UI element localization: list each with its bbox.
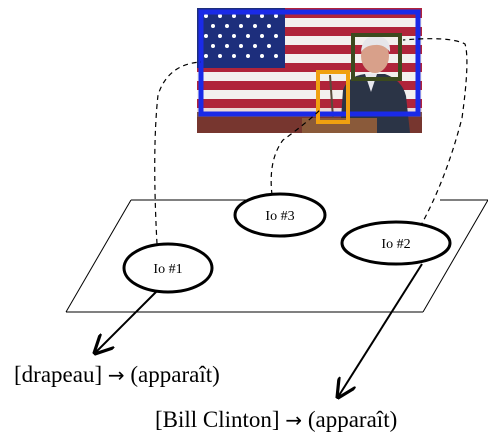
face-bounding-box <box>351 33 402 81</box>
caption-flag-predicate: (apparaît) <box>130 362 220 387</box>
node-io2[interactable]: Io #2 <box>340 220 452 266</box>
right-arrow-icon: → <box>285 408 303 432</box>
node-io3-label: Io #3 <box>265 209 294 224</box>
caption-person: [Bill Clinton] → (apparaît) <box>155 407 397 433</box>
caption-person-predicate: (apparaît) <box>307 407 398 432</box>
link-io3-to-microphone <box>270 109 321 196</box>
link-io2-to-face <box>402 38 468 228</box>
node-io3[interactable]: Io #3 <box>233 192 327 238</box>
flag-canton <box>197 8 285 68</box>
node-io1-label: Io #1 <box>153 262 182 277</box>
arrow-io1-to-caption <box>95 290 158 353</box>
flag-bounding-box <box>198 9 421 117</box>
ground-plane <box>65 199 488 313</box>
node-io1[interactable]: Io #1 <box>122 242 214 294</box>
arrow-io2-to-caption <box>338 263 423 397</box>
microphone-bounding-box <box>316 70 350 124</box>
right-arrow-icon: → <box>107 363 125 387</box>
flag-stars <box>204 14 278 58</box>
caption-flag-subject: [drapeau] <box>14 362 103 387</box>
caption-flag: [drapeau] → (apparaît) <box>14 362 220 388</box>
node-io2-label: Io #2 <box>381 237 410 252</box>
caption-person-subject: [Bill Clinton] <box>155 407 280 432</box>
link-io1-to-flag <box>154 61 202 245</box>
